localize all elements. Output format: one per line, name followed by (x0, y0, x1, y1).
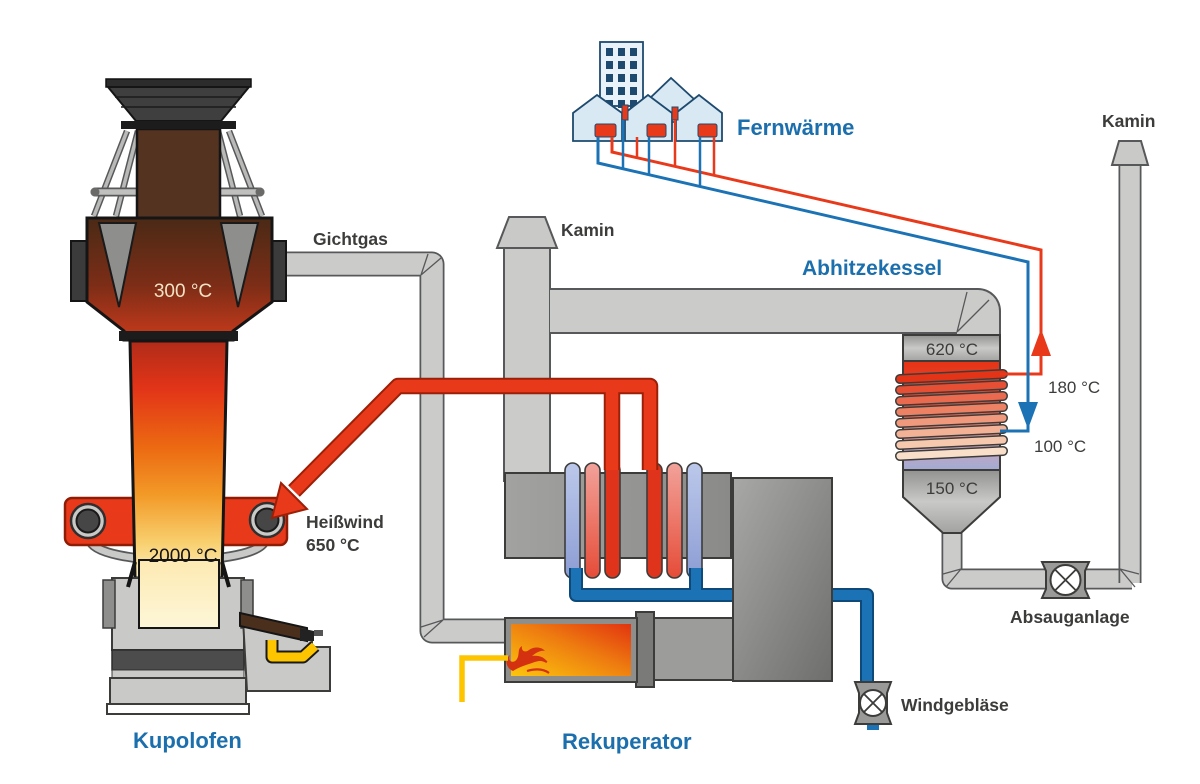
base-foot (106, 703, 250, 715)
label-kamin-right: Kamin (1102, 111, 1155, 131)
boiler-top-band (902, 334, 1001, 362)
gichtgas-pipe-outline (286, 251, 508, 644)
hearth-cavity (138, 559, 220, 629)
beam-end-right (255, 187, 265, 197)
recuperator (459, 462, 893, 730)
gichtgas-pipe (286, 253, 508, 642)
base-dark-band (111, 649, 245, 671)
label-gichtgas: Gichtgas (313, 229, 388, 249)
hopper-ridges (115, 96, 242, 108)
spout-stub (314, 630, 323, 636)
blower-stub (867, 722, 879, 730)
temp-150: 150 °C (926, 479, 978, 498)
boiler-bottom-cone (902, 469, 1001, 534)
spout-launder-tip (300, 628, 314, 641)
base-light-band (111, 669, 245, 679)
flame-icon (506, 646, 547, 671)
blower-fan-icon-blades (863, 693, 883, 713)
boiler-coil (895, 369, 1008, 461)
recuperator-connector (635, 611, 655, 688)
temp-300: 300 °C (154, 281, 212, 302)
elbow-segment-lines (420, 253, 1140, 638)
label-absauganlage: Absauganlage (1010, 607, 1130, 627)
district-return-line (596, 137, 1030, 433)
melting-shaft (128, 339, 229, 580)
labels: Gichtgas Kamin Kamin Fernwärme Abhitzeke… (133, 111, 1155, 754)
charging-shaft (135, 127, 222, 222)
extraction-fan-icon-blades (1054, 568, 1077, 592)
fuel-pipe (459, 655, 508, 702)
temp-180: 180 °C (1048, 378, 1100, 397)
district-drops-blue (621, 120, 702, 186)
beam-end-left (90, 187, 100, 197)
molten-iron-channel (267, 640, 319, 662)
district-heating (572, 41, 1051, 433)
hopper-collar (121, 121, 236, 129)
hopper-rim (105, 78, 252, 88)
cupola-furnace (63, 78, 331, 715)
hearth-flank-left (102, 579, 116, 629)
chimney-right-cap (1110, 140, 1150, 166)
temp-2000: 2000 °C (149, 546, 218, 567)
hot-blast-line (270, 377, 659, 520)
flame-icon-swirl (519, 657, 550, 674)
label-kupolofen: Kupolofen (133, 728, 242, 753)
recuperator-tubes (564, 462, 703, 579)
furnace-lug-left (70, 240, 88, 302)
hot-blast-arrowhead (270, 481, 309, 520)
label-abhitzekessel: Abhitzekessel (802, 257, 942, 280)
chimney-mid-cap (495, 216, 559, 249)
waste-heat-boiler (895, 334, 1008, 534)
extraction-pipe (943, 528, 1132, 588)
recuperator-lower-duct (652, 617, 734, 681)
extraction-fan (1040, 561, 1091, 599)
charge-hopper (105, 86, 252, 122)
label-windgeblaese: Windgebläse (901, 695, 1009, 715)
label-rekuperator: Rekuperator (562, 729, 692, 754)
label-kamin-mid: Kamin (561, 220, 614, 240)
hot-blast-pipe (289, 379, 657, 496)
temp-100: 100 °C (1034, 437, 1086, 456)
temp-620: 620 °C (926, 340, 978, 359)
label-heisswind-temp: 650 °C (306, 535, 360, 555)
shaft-wall-flares (126, 561, 231, 588)
supply-arrow-up (1031, 329, 1051, 356)
return-arrow-down (1018, 402, 1038, 429)
radiators (594, 104, 718, 138)
deflector-wedge-left (97, 222, 138, 308)
recuperator-right-box (732, 477, 833, 682)
label-heisswind: Heißwind (306, 512, 384, 532)
base-slab (109, 677, 247, 705)
district-drops-red (635, 120, 716, 175)
furnace-struts (92, 130, 264, 217)
tuyere-left (75, 508, 101, 534)
throat-collar (119, 331, 238, 341)
deflector-wedge-right (219, 222, 260, 308)
cold-blast-pipe (571, 568, 872, 682)
label-fernwaerme: Fernwärme (737, 115, 854, 140)
